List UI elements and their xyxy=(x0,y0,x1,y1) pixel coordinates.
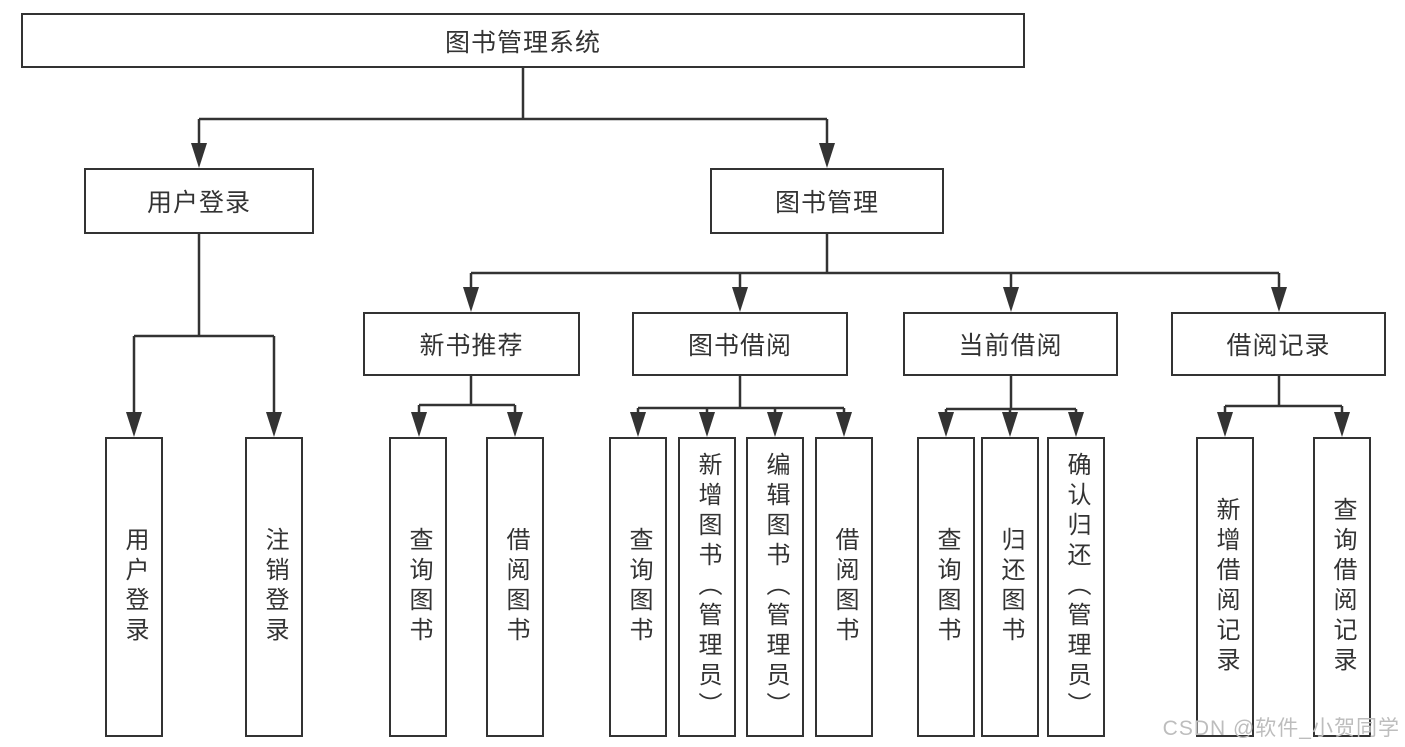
arrowhead xyxy=(699,412,715,437)
leaf-query-borrow-record: 查询借阅记录 xyxy=(1313,437,1371,737)
leaf-query-book-recommend-label: 查询图书 xyxy=(405,527,432,647)
arrowhead xyxy=(732,287,748,312)
leaf-add-book-admin: 新增图书（管理员） xyxy=(678,437,736,737)
leaf-borrow-book-recommend: 借阅图书 xyxy=(486,437,544,737)
node-current-borrow: 当前借阅 xyxy=(903,312,1118,376)
node-library-system-label: 图书管理系统 xyxy=(444,28,601,57)
node-current-borrow-label: 当前借阅 xyxy=(958,332,1063,360)
connector-borrow-record xyxy=(1223,376,1344,414)
node-book-borrow: 图书借阅 xyxy=(632,312,848,376)
arrowhead xyxy=(1271,287,1287,312)
leaf-user-login: 用户登录 xyxy=(105,437,163,737)
leaf-logout-label: 注销登录 xyxy=(261,527,288,647)
arrowhead xyxy=(836,412,852,437)
leaf-query-book-borrow: 查询图书 xyxy=(609,437,667,737)
leaf-query-borrow-record-label: 查询借阅记录 xyxy=(1329,497,1356,677)
arrowhead xyxy=(938,412,954,437)
connector-root xyxy=(197,68,829,145)
connector-book-borrow xyxy=(636,376,846,414)
node-book-management: 图书管理 xyxy=(710,168,944,234)
arrowhead xyxy=(1003,287,1019,312)
arrowhead xyxy=(266,412,282,437)
leaf-query-book-current-label: 查询图书 xyxy=(933,527,960,647)
arrowhead xyxy=(1334,412,1350,437)
arrowhead xyxy=(463,287,479,312)
node-library-system: 图书管理系统 xyxy=(21,13,1025,68)
connector-book-management xyxy=(469,234,1281,289)
arrowhead xyxy=(411,412,427,437)
node-user-login: 用户登录 xyxy=(84,168,314,234)
leaf-user-login-label: 用户登录 xyxy=(121,527,148,647)
arrowhead xyxy=(191,143,207,168)
leaf-query-book-current: 查询图书 xyxy=(917,437,975,737)
leaf-confirm-return-admin-label: 确认归还（管理员） xyxy=(1063,452,1090,722)
leaf-return-book-label: 归还图书 xyxy=(997,527,1024,647)
arrowhead xyxy=(819,143,835,168)
csdn-watermark: CSDN @软件_小贺同学 xyxy=(1162,717,1400,740)
node-new-book-recommend: 新书推荐 xyxy=(363,312,580,376)
node-new-book-recommend-label: 新书推荐 xyxy=(419,332,524,360)
arrowhead xyxy=(1068,412,1084,437)
connector-new-book-recommend xyxy=(417,376,517,414)
leaf-add-borrow-record-label: 新增借阅记录 xyxy=(1212,497,1239,677)
arrowhead xyxy=(1217,412,1233,437)
arrowhead xyxy=(630,412,646,437)
leaf-return-book: 归还图书 xyxy=(981,437,1039,737)
leaf-logout: 注销登录 xyxy=(245,437,303,737)
leaf-borrow-book-recommend-label: 借阅图书 xyxy=(502,527,529,647)
connector-user-login xyxy=(132,234,276,414)
leaf-query-book-borrow-label: 查询图书 xyxy=(625,527,652,647)
leaf-add-borrow-record: 新增借阅记录 xyxy=(1196,437,1254,737)
leaf-confirm-return-admin: 确认归还（管理员） xyxy=(1047,437,1105,737)
connector-current-borrow xyxy=(944,376,1078,414)
arrowheads xyxy=(126,143,1350,437)
leaf-borrow-book: 借阅图书 xyxy=(815,437,873,737)
arrowhead xyxy=(126,412,142,437)
leaf-edit-book-admin-label: 编辑图书（管理员） xyxy=(762,452,789,722)
node-user-login-label: 用户登录 xyxy=(146,189,251,217)
leaf-add-book-admin-label: 新增图书（管理员） xyxy=(694,452,721,722)
node-book-management-label: 图书管理 xyxy=(774,189,879,217)
node-borrow-record: 借阅记录 xyxy=(1171,312,1386,376)
arrowhead xyxy=(767,412,783,437)
node-borrow-record-label: 借阅记录 xyxy=(1226,332,1331,360)
arrowhead xyxy=(507,412,523,437)
leaf-borrow-book-label: 借阅图书 xyxy=(831,527,858,647)
arrowhead xyxy=(1002,412,1018,437)
leaf-edit-book-admin: 编辑图书（管理员） xyxy=(746,437,804,737)
node-book-borrow-label: 图书借阅 xyxy=(687,332,792,360)
leaf-query-book-recommend: 查询图书 xyxy=(389,437,447,737)
